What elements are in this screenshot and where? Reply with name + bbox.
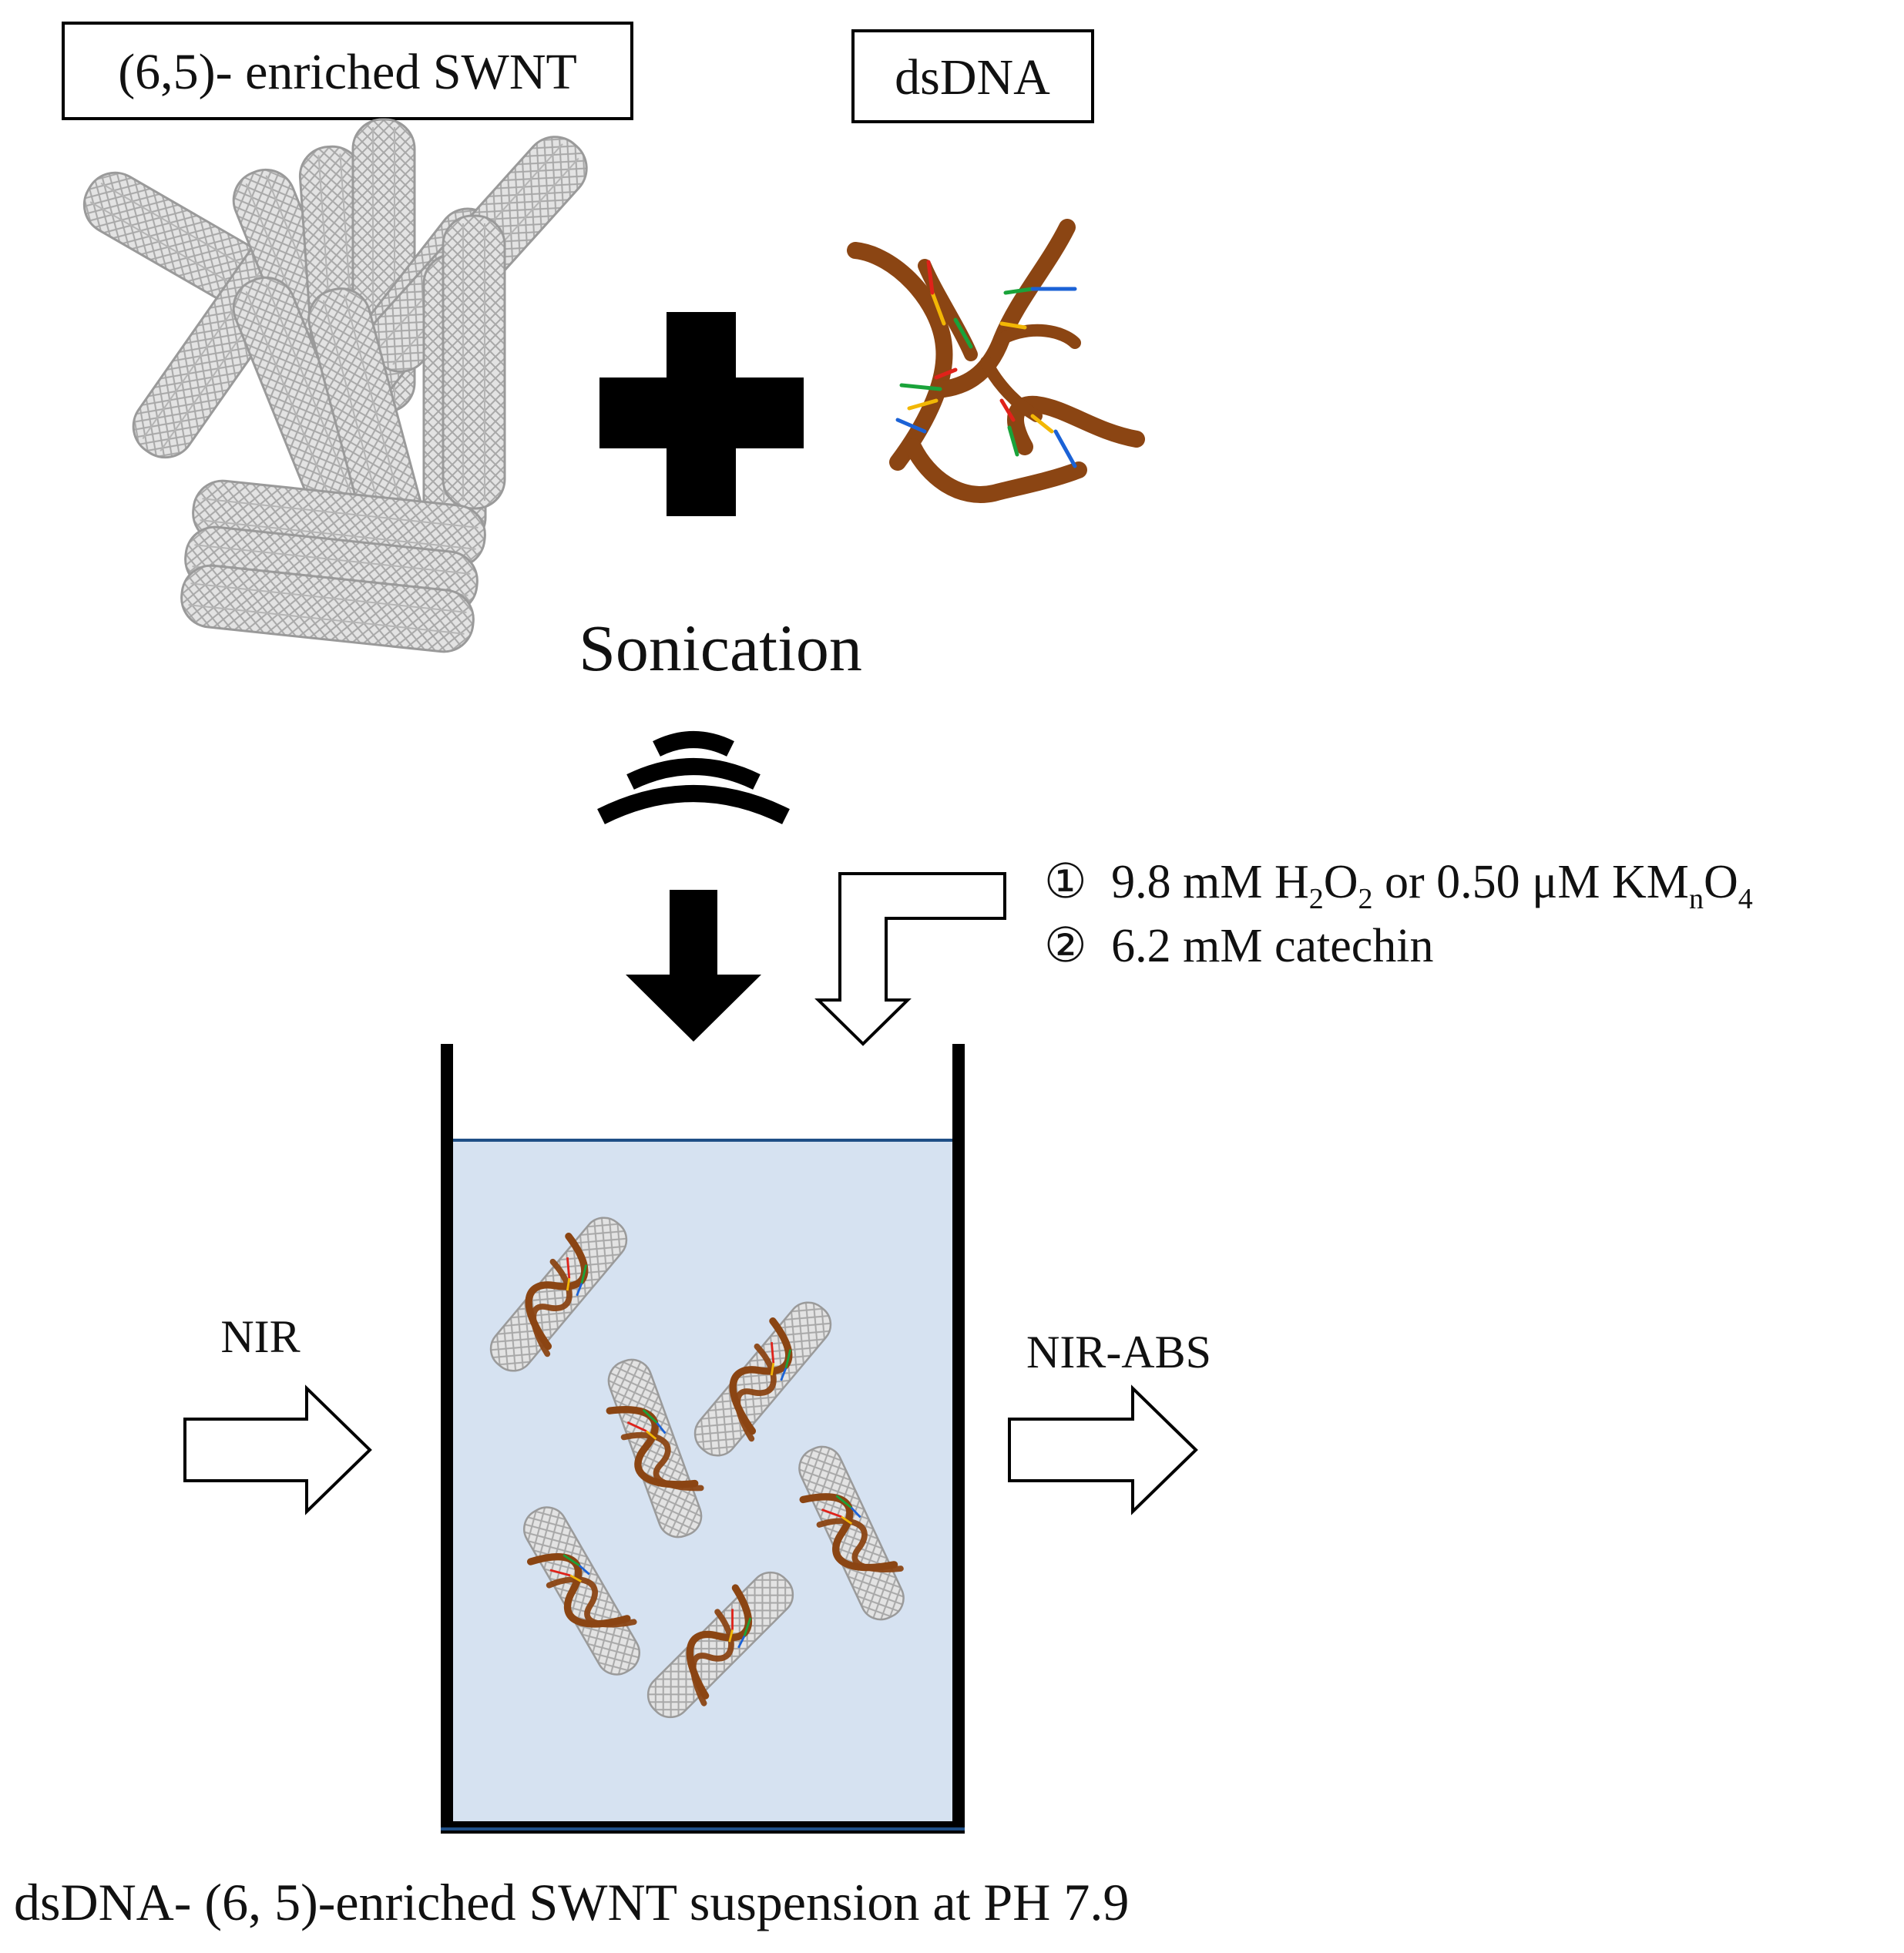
reagent-2-marker: ② <box>1044 920 1087 972</box>
nir-abs-output-arrow-icon <box>1008 1384 1198 1515</box>
solution <box>453 1140 952 1827</box>
beaker <box>441 1044 965 1834</box>
swnt-label-box <box>62 22 633 120</box>
reagent-option-1: ① 9.8 mM H2O2 or 0.50 μM KMnO4 <box>1044 856 1753 915</box>
sound-wave-icon <box>597 731 790 824</box>
dsdna-cluster-illustration <box>847 219 1145 503</box>
swnt-label: (6,5)- enriched SWNT <box>118 44 577 100</box>
reagent-option-2: ② 6.2 mM catechin <box>1044 920 1433 972</box>
nir-abs-output-label: NIR-ABS <box>1026 1327 1211 1378</box>
nir-input-arrow-icon <box>183 1384 372 1515</box>
swnt-bundle-illustration <box>72 118 600 656</box>
plus-icon <box>599 312 804 516</box>
reagent-1-marker: ① <box>1044 856 1087 908</box>
down-arrow-icon <box>626 890 761 1042</box>
sonication-label: Sonication <box>579 611 862 685</box>
dsdna-label-box <box>851 29 1094 123</box>
nir-input-label: NIR <box>220 1311 300 1362</box>
suspension-caption: dsDNA- (6, 5)-enriched SWNT suspension a… <box>14 1873 1129 1931</box>
dsdna-label: dsDNA <box>895 49 1050 106</box>
reagent-addition-arrow-icon <box>814 872 1006 1046</box>
